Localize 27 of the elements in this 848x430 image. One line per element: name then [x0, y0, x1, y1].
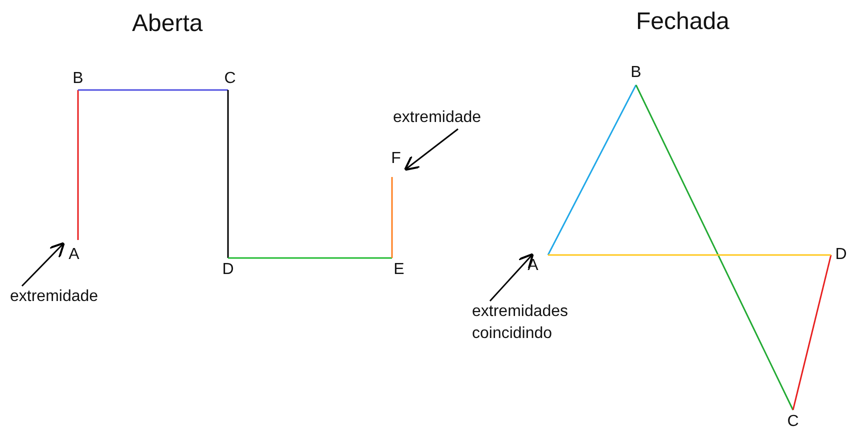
line-segment [228, 257, 392, 259]
annotation-text: extremidade [10, 286, 130, 308]
line-segment [635, 84, 794, 410]
panel-title: Fechada [636, 8, 730, 36]
arrow [21, 242, 65, 287]
line-segment [78, 89, 228, 91]
point-label: B [629, 64, 643, 82]
annotation-text: extremidade [393, 107, 513, 129]
line-segment [77, 90, 79, 240]
line-segment [792, 254, 832, 410]
point-label: F [389, 150, 403, 168]
point-label: D [221, 261, 235, 279]
arrow [489, 253, 534, 302]
point-label: C [786, 413, 800, 430]
line-segment [391, 177, 393, 258]
line-segment [548, 254, 831, 256]
point-label: D [834, 246, 848, 264]
point-label: A [526, 257, 540, 275]
arrow [404, 128, 458, 171]
line-segment [227, 90, 229, 258]
line-segment [547, 84, 637, 256]
point-label: C [223, 70, 237, 88]
panel-title: Aberta [132, 10, 203, 38]
point-label: E [392, 261, 406, 279]
point-label: B [71, 70, 85, 88]
annotation-text: extremidades coincidindo [472, 301, 600, 345]
point-label: A [67, 246, 81, 264]
